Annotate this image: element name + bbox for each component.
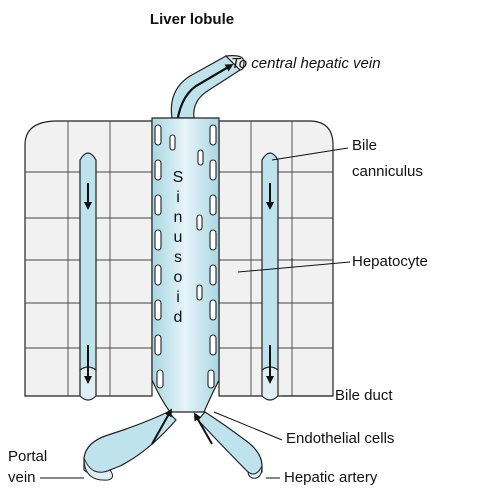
bile-duct-label: Bile duct — [335, 387, 393, 404]
left-hepatocyte-plate — [25, 121, 152, 400]
bile-canniculus-label-line2: canniculus — [352, 163, 423, 180]
portal-vein-label-line1: Portal — [8, 448, 47, 465]
sinusoid-letter: i — [176, 189, 180, 206]
sinusoid-letter: d — [174, 309, 183, 326]
endothelial-label: Endothelial cells — [286, 430, 394, 447]
central-vein-tube — [171, 56, 240, 118]
sinusoid-letter: s — [174, 249, 182, 266]
sinusoid-letter: o — [174, 269, 183, 286]
portal-vein-tube — [84, 412, 176, 474]
hepatic-artery-tube — [198, 412, 262, 475]
sinusoid-channel — [152, 118, 219, 412]
portal-vein-label-line2: vein — [8, 469, 36, 486]
sinusoid-letter: S — [173, 169, 184, 186]
hepatic-artery-label: Hepatic artery — [284, 469, 378, 486]
right-hepatocyte-plate — [219, 121, 333, 400]
diagram-title: Liver lobule — [150, 11, 234, 28]
sinusoid-letter: n — [174, 209, 183, 226]
sinusoid-letter: u — [174, 229, 183, 246]
hepatocyte-label: Hepatocyte — [352, 253, 428, 270]
bile-canniculus-label-line1: Bile — [352, 137, 377, 154]
inflow-vessels — [84, 412, 262, 480]
central-vein-label: To central hepatic vein — [231, 55, 381, 72]
sinusoid-letter: i — [176, 289, 180, 306]
